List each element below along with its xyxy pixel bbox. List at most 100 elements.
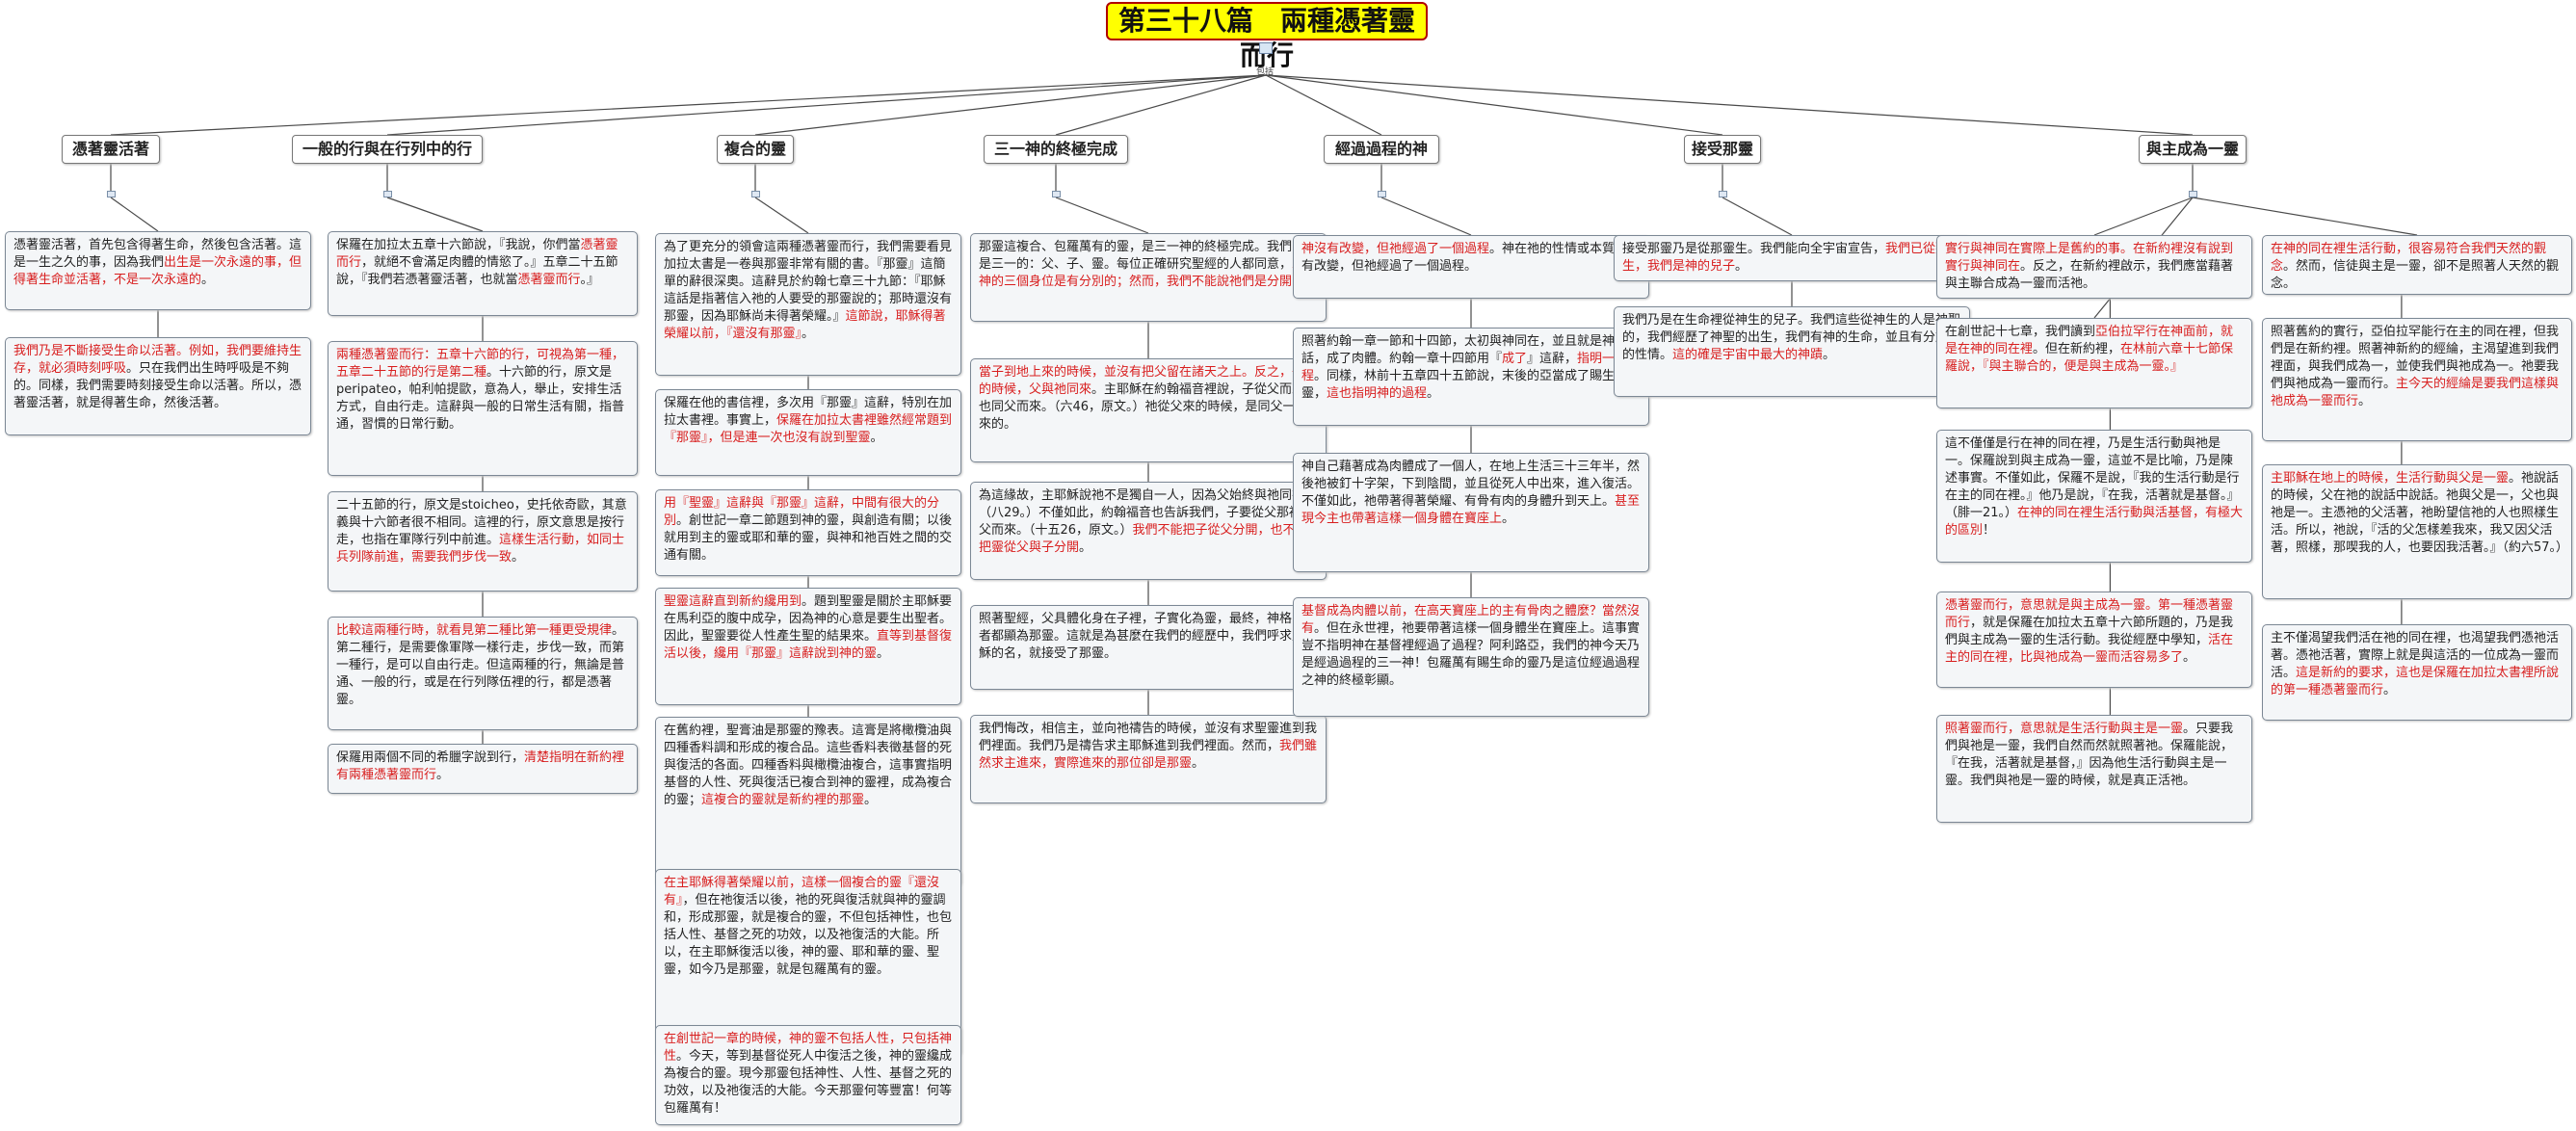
topic-c6[interactable]: 接受那靈 bbox=[1684, 135, 1761, 164]
note-text: 為了更充分的領會這兩種憑著靈而行，我們需要看見加拉太書是一卷與那靈非常有關的書。… bbox=[664, 240, 953, 324]
note-text: 。 bbox=[870, 431, 883, 445]
note-box[interactable]: 照著靈而行，意思就是生活行動與主是一靈。只要我們與祂是一靈，我們自然而然就照著祂… bbox=[1936, 715, 2252, 823]
note-box[interactable]: 實行與神同在實際上是舊約的事。在新約裡沒有說到實行與神同在。反之，在新約裡啟示，… bbox=[1936, 235, 2252, 299]
note-box[interactable]: 為這緣故，主耶穌說祂不是獨自一人，因為父始終與祂同在。（八29。）不僅如此，約翰… bbox=[970, 482, 1327, 580]
note-box[interactable]: 在舊約裡，聖膏油是那靈的豫表。這膏是將橄欖油與四種香料調和形成的複合品。這些香料… bbox=[655, 717, 961, 886]
topic-collapse-toggle[interactable] bbox=[383, 191, 392, 197]
highlight-text: 我們雖然求主進來，實際進來的那位卻是那靈 bbox=[979, 739, 1318, 771]
note-text: 。然而，信徒與主是一靈，卻不是照著人天然的觀念。 bbox=[2271, 259, 2560, 291]
highlight-text: 在創世記一章的時候，神的靈不包括人性，只包括神性 bbox=[664, 1032, 953, 1064]
note-box[interactable]: 基督成為肉體以前，在高天寶座上的主有骨肉之體麼？當然沒有。但在永世裡，祂要帶著這… bbox=[1293, 597, 1649, 717]
connector-line bbox=[754, 74, 1267, 136]
note-text: ，就是保羅在加拉太五章十六節所題的，乃是我們與主成為一靈的生活行動。我從經歷中學… bbox=[1945, 616, 2234, 647]
highlight-text: 這是新約的要求，這也是保羅在加拉太書裡所說的第一種憑著靈而行 bbox=[2271, 666, 2560, 697]
note-box[interactable]: 保羅在加拉太五章十六節說，『我說，你們當憑著靈而行，就絕不會滿足肉體的情慾了。』… bbox=[328, 231, 638, 316]
topic-collapse-toggle[interactable] bbox=[1052, 191, 1061, 197]
note-box[interactable]: 主耶穌在地上的時候，生活行動與父是一靈。祂說話的時候，父在祂的說話中說話。祂與父… bbox=[2262, 464, 2572, 599]
note-box[interactable]: 照著舊約的實行，亞伯拉罕能行在主的同在裡，但我們是在新約裡。照著神新約的經綸，主… bbox=[2262, 318, 2572, 441]
note-text: 那靈這複合、包羅萬有的靈，是三一神的終極完成。我們的神是三一的：父、子、靈。每位… bbox=[979, 240, 1318, 272]
note-text: 。 bbox=[512, 550, 525, 565]
note-text: 。但在永世裡，祂要帶著這樣一個身體坐在寶座上。這事實豈不指明神在基督裡經過了過程… bbox=[1301, 621, 1641, 688]
note-box[interactable]: 在主耶穌得著榮耀以前，這樣一個複合的靈『還沒有』，但在祂復活以後，祂的死與復活就… bbox=[655, 869, 961, 1056]
connector-line bbox=[110, 74, 1267, 136]
note-text: 。今天，等到基督從死人中復活之後，神的靈纔成為複合的靈。現今那靈包括神性、人性、… bbox=[664, 1049, 953, 1116]
note-box[interactable]: 保羅用兩個不同的希臘字說到行，清楚指明在新約裡有兩種憑著靈而行。 bbox=[328, 744, 638, 794]
note-text: 。 bbox=[1823, 348, 1836, 362]
topic-collapse-toggle[interactable] bbox=[1378, 191, 1386, 197]
connector-line bbox=[1265, 74, 1723, 136]
note-box[interactable]: 在神的同在裡生活行動，很容易符合我們天然的觀念。然而，信徒與主是一靈，卻不是照著… bbox=[2262, 235, 2572, 295]
topic-collapse-toggle[interactable] bbox=[751, 191, 760, 197]
topic-c7[interactable]: 與主成為一靈 bbox=[2139, 135, 2247, 164]
connector-line bbox=[386, 74, 1267, 136]
note-box[interactable]: 主不僅渴望我們活在祂的同在裡，也渴望我們憑祂活著。憑祂活著，實際上就是與這活的一… bbox=[2262, 624, 2572, 721]
topic-c1[interactable]: 憑著靈活著 bbox=[62, 135, 160, 164]
note-box[interactable]: 接受那靈乃是從那靈生。我們能向全宇宙宣告，我們已從那靈生，我們是神的兒子。 bbox=[1614, 235, 1970, 281]
highlight-text: 照著靈而行，意思就是生活行動與主是一靈 bbox=[1945, 722, 2184, 736]
note-box[interactable]: 兩種憑著靈而行：五章十六節的行，可視為第一種，五章二十五節的行是第二種。十六節的… bbox=[328, 341, 638, 476]
note-box[interactable]: 為了更充分的領會這兩種憑著靈而行，我們需要看見加拉太書是一卷與那靈非常有關的書。… bbox=[655, 233, 961, 376]
note-box[interactable]: 當子到地上來的時候，並沒有把父留在諸天之上。反之，子來的時候，父與祂同來。主耶穌… bbox=[970, 358, 1327, 462]
note-text: 。創世記一章二節題到神的靈，與創造有關；以後就用到主的靈或耶和華的靈，與神和祂百… bbox=[664, 513, 953, 563]
highlight-text: 用『聖靈』這辭與『那靈』這辭，中間有很大的分別 bbox=[664, 496, 940, 528]
root-collapse-toggle[interactable] bbox=[1259, 42, 1273, 54]
note-box[interactable]: 保羅在他的書信裡，多次用『那靈』這辭，特別在加拉太書裡。事實上，保羅在加拉太書裡… bbox=[655, 389, 961, 476]
highlight-text: 當子到地上來的時候，並沒有把父留在諸天之上。反之，子來的時候，父與祂同來 bbox=[979, 365, 1318, 397]
topic-collapse-toggle[interactable] bbox=[1719, 191, 1727, 197]
note-box[interactable]: 聖靈這辭直到新約纔用到。題到聖靈是關於主耶穌要在馬利亞的腹中成孕，因為神的心意是… bbox=[655, 588, 961, 705]
note-text: 。只在我們出生時呼吸是不夠的。同樣，我們需要時刻接受生命以活著。所以，憑著靈活著… bbox=[13, 361, 302, 410]
note-text: 。主耶穌在約翰福音裡說，子從父而來，也同父而來。（六46，原文。）祂從父來的時候… bbox=[979, 382, 1318, 432]
note-text: 。 bbox=[1502, 512, 1515, 526]
note-text: 接受那靈乃是從那靈生。我們能向全宇宙宣告， bbox=[1622, 242, 1886, 256]
note-text: 。神在祂的性情或本質上沒有改變，但祂經過了一個過程。 bbox=[1301, 242, 1641, 274]
topic-c3[interactable]: 複合的靈 bbox=[717, 135, 794, 164]
note-text: 照著聖經，父具體化身在子裡，子實化為靈，最終，神格的三者都顯為那靈。這就是為甚麼… bbox=[979, 612, 1318, 661]
topic-collapse-toggle[interactable] bbox=[2189, 191, 2197, 197]
note-text: 。反之，在新約裡啟示，我們應當藉著與主聯合成為一靈而活祂。 bbox=[1945, 259, 2234, 291]
note-box[interactable]: 比較這兩種行時，就看見第二種比第一種更受規律。第二種行，是需要像軍隊一樣行走，步… bbox=[328, 617, 638, 730]
note-box[interactable]: 我們乃是在生命裡從神生的兒子。我們這些從神生的人是神聖的，我們經歷了神聖的出生，… bbox=[1614, 306, 1970, 397]
note-text: 。 bbox=[201, 273, 215, 287]
note-box[interactable]: 照著聖經，父具體化身在子裡，子實化為靈，最終，神格的三者都顯為那靈。這就是為甚麼… bbox=[970, 605, 1327, 690]
note-text: ！ bbox=[1983, 523, 1996, 538]
note-box[interactable]: 憑著靈活著，首先包含得著生命，然後包含活著。這是一生之久的事，因為我們出生是一次… bbox=[5, 231, 311, 310]
note-text: 二十五節的行，原文是stoicheo，史托依奇歐，其意義與十六節者很不相同。這裡… bbox=[336, 498, 627, 547]
topic-c2[interactable]: 一般的行與在行列中的行 bbox=[292, 135, 483, 164]
highlight-text: 保羅在加拉太書裡雖然經常題到『那靈』，但是連一次也沒有說到聖靈 bbox=[664, 413, 953, 445]
note-text: 保羅在加拉太五章十六節說，『我說，你們當 bbox=[336, 238, 581, 252]
note-box[interactable]: 我們悔改，相信主，並向祂禱告的時候，並沒有求聖靈進到我們裡面。我們乃是禱告求主耶… bbox=[970, 715, 1327, 803]
root-topic[interactable]: 第三十八篇 兩種憑著靈而行 bbox=[1106, 2, 1428, 71]
note-box[interactable]: 我們乃是不斷接受生命以活著。例如，我們要維持生存，就必須時刻呼吸。只在我們出生時… bbox=[5, 337, 311, 435]
note-box[interactable]: 憑著靈而行，意思就是與主成為一靈。第一種憑著靈而行，就是保羅在加拉太五章十六節所… bbox=[1936, 592, 2252, 688]
note-box[interactable]: 在創世記一章的時候，神的靈不包括人性，只包括神性。今天，等到基督從死人中復活之後… bbox=[655, 1025, 961, 1125]
highlight-text: 直等到基督復活以後，纔用『那靈』這辭說到神的靈 bbox=[664, 629, 953, 661]
note-text: 。 bbox=[2358, 394, 2372, 408]
highlight-text: 這樣生活行動，如同士兵列隊前進，需要我們步伐一致 bbox=[336, 533, 625, 565]
note-box[interactable]: 用『聖靈』這辭與『那靈』這辭，中間有很大的分別。創世記一章二節題到神的靈，與創造… bbox=[655, 489, 961, 576]
highlight-text: 在主耶穌得著榮耀以前，這樣一個複合的靈『還沒有』 bbox=[664, 876, 940, 907]
note-box[interactable]: 神自己藉著成為肉體成了一個人，在地上生活三十三年半，然後祂被釘十字架，下到陰間，… bbox=[1293, 453, 1649, 572]
note-text: ，就絕不會滿足肉體的情慾了。』五章二十五節說，『我們若憑著靈活著，也就當 bbox=[336, 255, 618, 287]
note-text: 』這辭， bbox=[1527, 352, 1578, 366]
note-text: 保羅用兩個不同的希臘字說到行， bbox=[336, 750, 525, 765]
topic-collapse-toggle[interactable] bbox=[107, 191, 116, 197]
highlight-text: 主今天的經綸是要我們這樣與祂成為一靈而行 bbox=[2271, 377, 2560, 408]
highlight-text: 我們不能把子從父分開，也不能把靈從父與子分開 bbox=[979, 523, 1308, 555]
note-box[interactable]: 神沒有改變，但祂經過了一個過程。神在祂的性情或本質上沒有改變，但祂經過了一個過程… bbox=[1293, 235, 1649, 299]
topic-c5[interactable]: 經過過程的神 bbox=[1324, 135, 1439, 164]
highlight-text: 成了 bbox=[1502, 352, 1528, 366]
note-text: 。 bbox=[1192, 756, 1205, 771]
note-text: 主不僅渴望我們活在祂的同在裡，也渴望我們憑祂活著。憑祂活著，實際上就是與這活的一… bbox=[2271, 631, 2560, 680]
note-text: 神自己藉著成為肉體成了一個人，在地上生活三十三年半，然後祂被釘十字架，下到陰間，… bbox=[1301, 460, 1641, 509]
note-box[interactable]: 那靈這複合、包羅萬有的靈，是三一神的終極完成。我們的神是三一的：父、子、靈。每位… bbox=[970, 233, 1327, 322]
note-text: 。 bbox=[877, 646, 890, 661]
topic-c4[interactable]: 三一神的終極完成 bbox=[984, 135, 1128, 164]
highlight-text: 憑著靈而行 bbox=[336, 238, 618, 270]
note-box[interactable]: 在創世記十七章，我們讀到亞伯拉罕行在神面前，就是在神的同在裡。但在新約裡，在林前… bbox=[1936, 318, 2252, 408]
note-box[interactable]: 這不僅僅是行在神的同在裡，乃是生活行動與祂是一。保羅說到與主成為一靈，這並不是比… bbox=[1936, 430, 2252, 563]
note-box[interactable]: 二十五節的行，原文是stoicheo，史托依奇歐，其意義與十六節者很不相同。這裡… bbox=[328, 491, 638, 592]
connector-line bbox=[754, 197, 809, 234]
note-text: 。 bbox=[1735, 259, 1748, 274]
connector-line bbox=[1722, 197, 1793, 236]
note-box[interactable]: 照著約翰一章一節和十四節，太初與神同在，並且就是神的話，成了肉體。約翰一章十四節… bbox=[1293, 328, 1649, 426]
